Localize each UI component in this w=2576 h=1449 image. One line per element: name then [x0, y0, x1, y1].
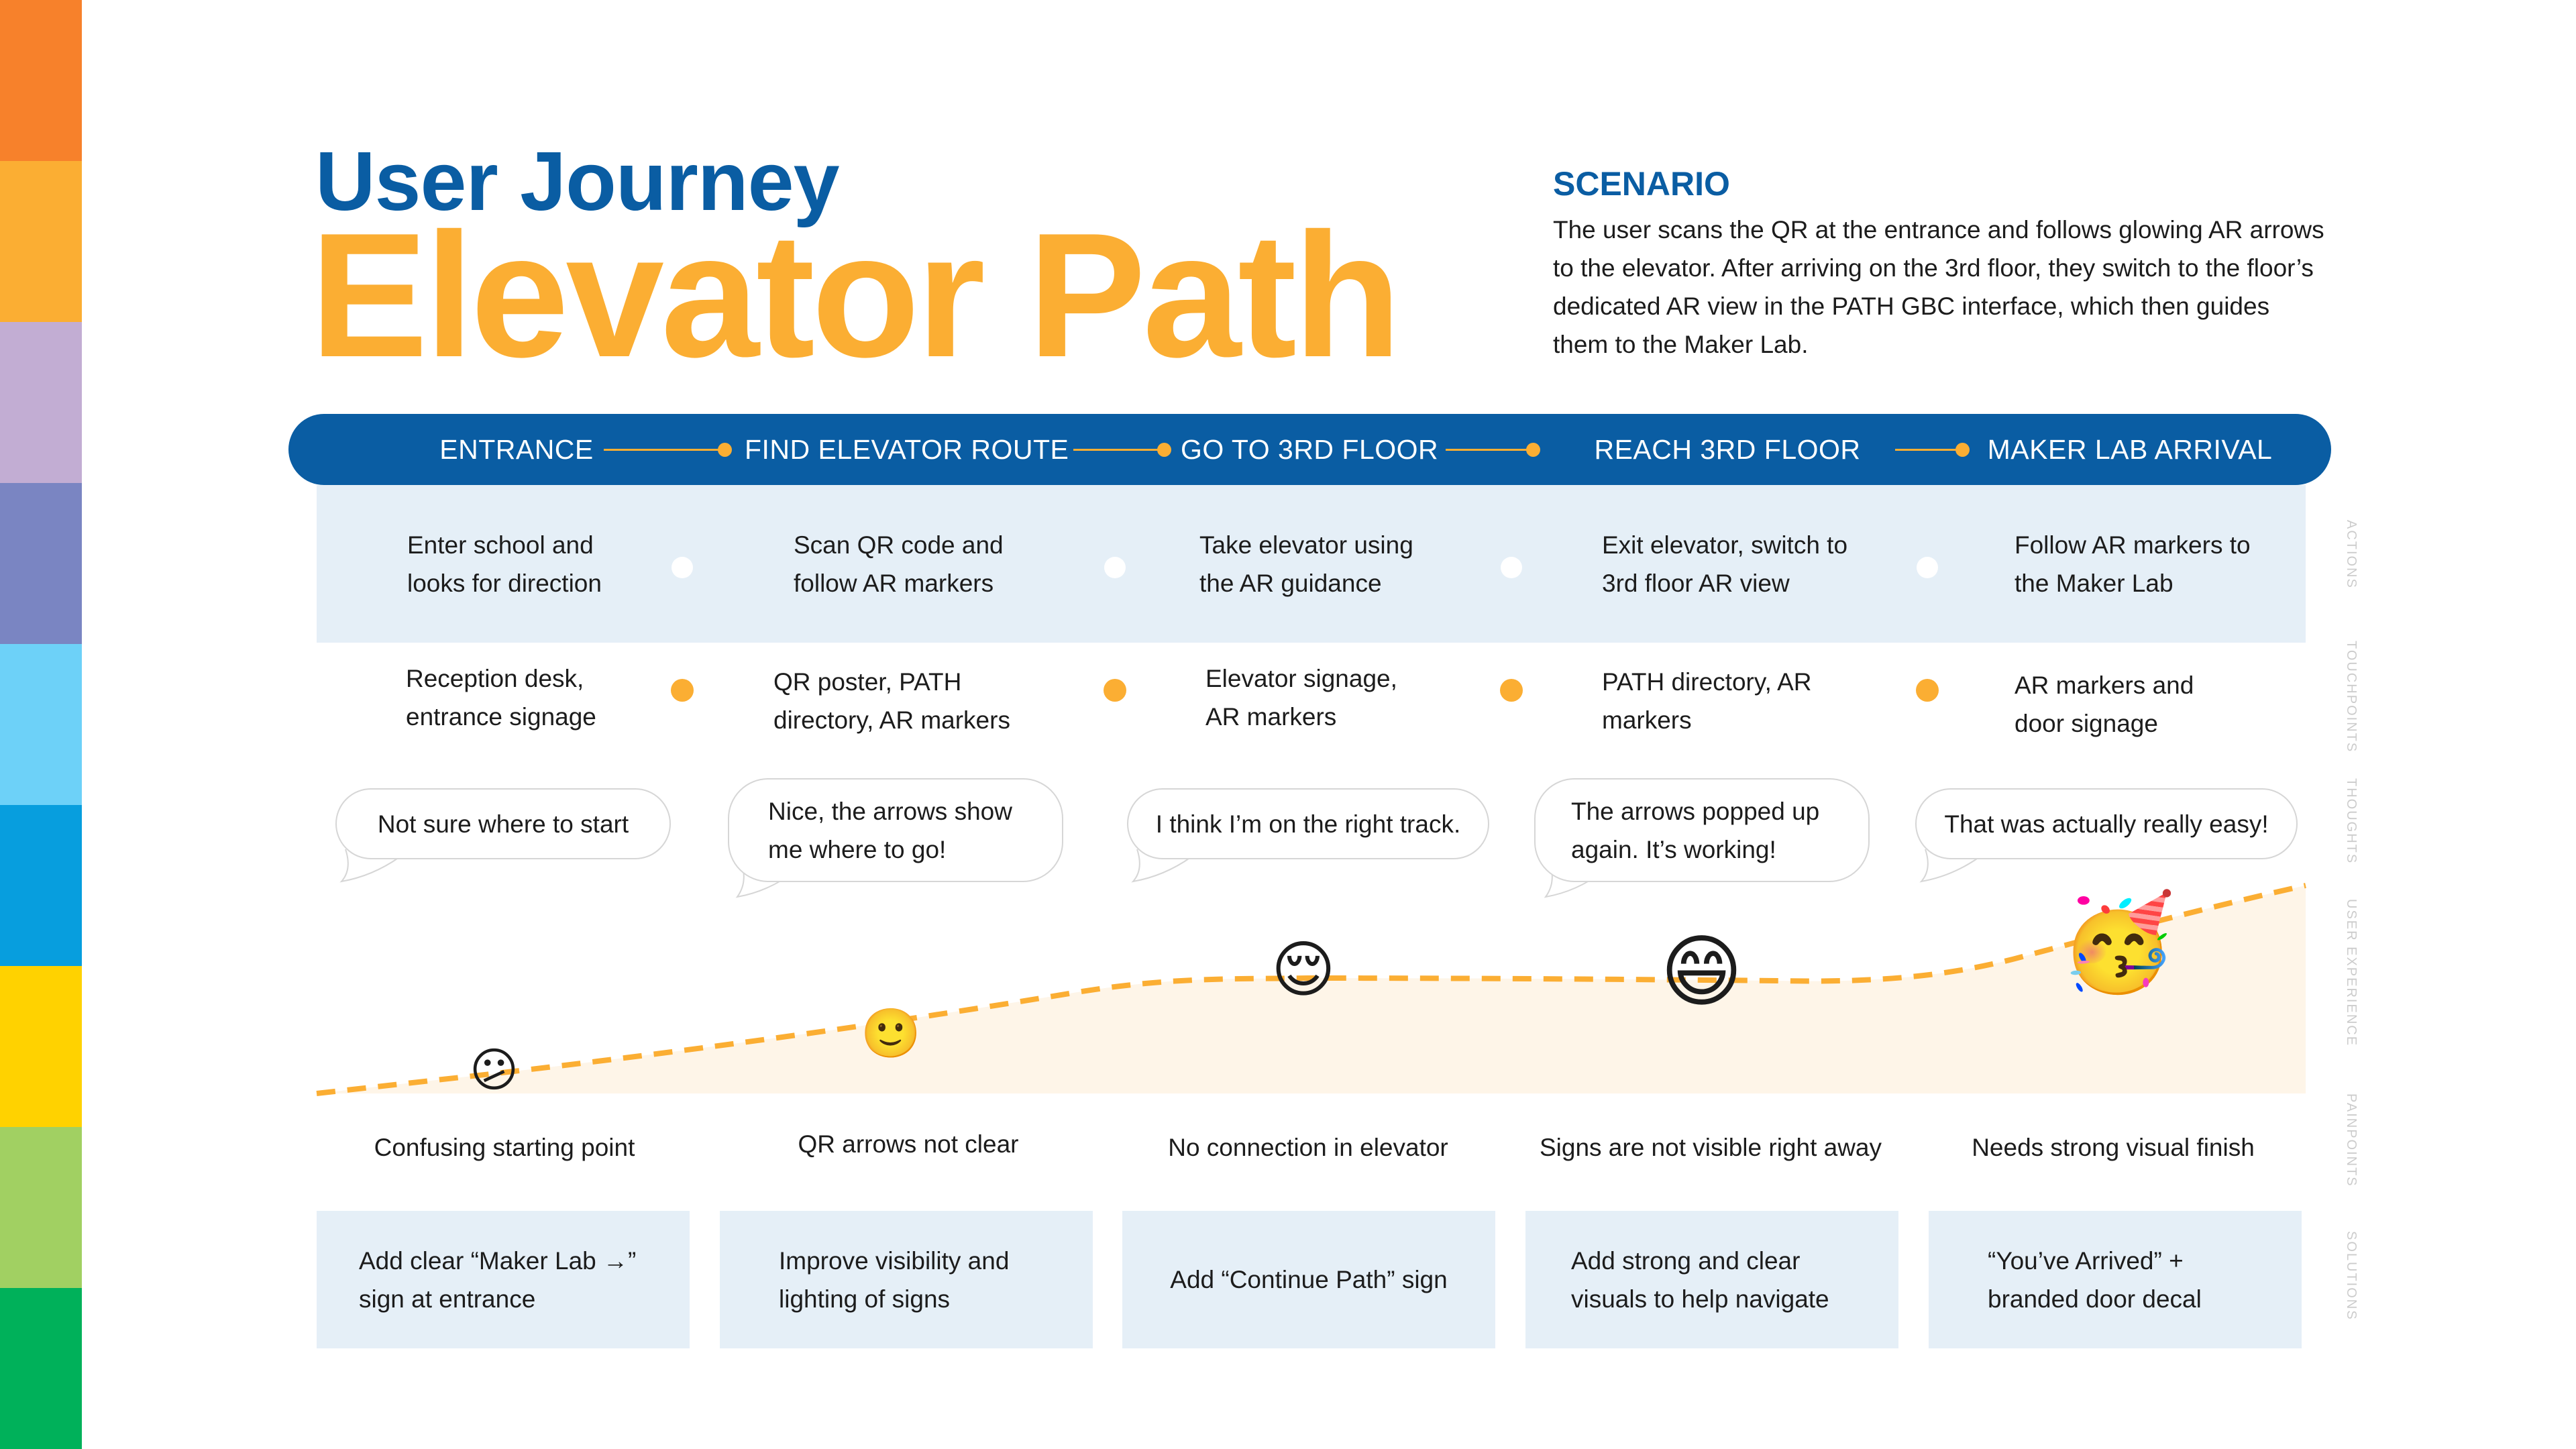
stage-connector-dot-icon [718, 443, 732, 457]
scenario-text: The user scans the QR at the entrance an… [1553, 216, 2324, 358]
confused-face-icon: 😕 [470, 1044, 519, 1096]
color-stripe [0, 644, 82, 805]
action-cell: Follow AR markers to the Maker Lab [2015, 531, 2251, 597]
color-stripe [0, 0, 82, 161]
color-stripe [0, 483, 82, 644]
action-step-dot-icon [1501, 557, 1522, 578]
solution-text: “You’ve Arrived” + branded door decal [1988, 1246, 2202, 1313]
touchpoint-cell: Elevator signage, AR markers [1205, 665, 1397, 731]
touchpoint-cell: QR poster, PATH directory, AR markers [773, 668, 1010, 734]
action-cell: Exit elevator, switch to 3rd floor AR vi… [1602, 531, 1848, 597]
stage-connector-dot-icon [1955, 443, 1970, 457]
thought-text: That was actually really easy! [1944, 810, 2269, 838]
color-stripe [0, 805, 82, 966]
stage-connector-dot-icon [1157, 443, 1171, 457]
solution-text: Add strong and clear visuals to help nav… [1571, 1246, 1829, 1313]
color-stripe [0, 1288, 82, 1449]
painpoint-text: No connection in elevator [1168, 1134, 1448, 1161]
stage-connector [604, 449, 724, 451]
slightly-smiling-face-icon: 🙂 [861, 1007, 921, 1061]
row-label-actions: ACTIONS [2344, 520, 2359, 589]
thought-bubble: Nice, the arrows show me where to go! [728, 778, 1063, 882]
color-stripe [0, 966, 82, 1127]
stage-label: ENTRANCE [439, 434, 594, 465]
painpoint-text: Needs strong visual finish [1972, 1134, 2255, 1161]
touchpoint-dot-icon [1500, 679, 1523, 702]
solution-text: Improve visibility and lighting of signs [779, 1246, 1010, 1313]
row-label-experience: USER EXPERIENCE [2344, 899, 2359, 1047]
row-label-touchpoints: TOUCHPOINTS [2344, 641, 2359, 753]
action-step-dot-icon [1104, 557, 1126, 578]
touchpoint-cell: PATH directory, AR markers [1602, 668, 1812, 734]
solution-text: Add clear “Maker Lab →” sign at entrance [359, 1246, 637, 1313]
color-stripe [0, 322, 82, 483]
thought-text: I think I’m on the right track. [1155, 810, 1461, 838]
row-label-solutions: SOLUTIONS [2344, 1231, 2359, 1321]
thought-bubble: The arrows popped up again. It’s working… [1534, 778, 1870, 882]
stage-connector [1895, 449, 1962, 451]
painpoint-text: Confusing starting point [374, 1134, 635, 1161]
row-label-painpoints: PAINPOINTS [2344, 1093, 2359, 1187]
scenario-heading: SCENARIO [1553, 165, 1730, 203]
action-step-dot-icon [672, 557, 693, 578]
touchpoint-cell: AR markers and door signage [2015, 672, 2194, 737]
thought-bubble: That was actually really easy! [1915, 788, 2298, 859]
solution-card: “You’ve Arrived” + branded door decal [1929, 1211, 2302, 1348]
solution-text: Add “Continue Path” sign [1170, 1266, 1448, 1293]
row-label-thoughts: THOUGHTS [2344, 778, 2359, 865]
painpoint-text: QR arrows not clear [798, 1130, 1019, 1158]
stage-label: FIND ELEVATOR ROUTE [745, 434, 1069, 465]
page-subtitle: User Journey [315, 136, 840, 228]
stage-connector [1073, 449, 1164, 451]
touchpoint-dot-icon [1916, 679, 1939, 702]
solution-card: Add “Continue Path” sign [1122, 1211, 1495, 1348]
touchpoint-dot-icon [1104, 679, 1126, 702]
action-cell: Scan QR code and follow AR markers [794, 531, 1004, 597]
thought-text: Not sure where to start [377, 810, 629, 838]
thought-text: Nice, the arrows show me where to go! [768, 797, 1012, 863]
thought-bubble: Not sure where to start [335, 788, 671, 859]
partying-face-icon: 🥳 [2059, 890, 2177, 995]
action-cell: Take elevator using the AR guidance [1199, 531, 1413, 597]
color-stripe [0, 161, 82, 322]
page-title: Elevator Path [310, 196, 1401, 394]
experience-line [316, 883, 2306, 1096]
painpoint-text: Signs are not visible right away [1539, 1134, 1882, 1161]
stage-connector-dot-icon [1526, 443, 1540, 457]
actions-row [317, 485, 2306, 643]
relieved-face-icon: 😌 [1271, 936, 1336, 1004]
color-stripes [0, 0, 82, 1449]
solution-card: Add strong and clear visuals to help nav… [1525, 1211, 1898, 1348]
stage-label: MAKER LAB ARRIVAL [1987, 434, 2273, 465]
thought-bubble: I think I’m on the right track. [1127, 788, 1489, 859]
solution-card: Add clear “Maker Lab →” sign at entrance [317, 1211, 690, 1348]
touchpoint-dot-icon [671, 679, 694, 702]
stage-label: GO TO 3RD FLOOR [1181, 434, 1439, 465]
thought-text: The arrows popped up again. It’s working… [1571, 797, 1820, 863]
stage-bar: ENTRANCE FIND ELEVATOR ROUTE GO TO 3RD F… [288, 414, 2331, 485]
color-stripe [0, 1127, 82, 1288]
stage-connector [1446, 449, 1533, 451]
action-cell: Enter school and looks for direction [407, 531, 602, 597]
solution-card: Improve visibility and lighting of signs [720, 1211, 1093, 1348]
experience-area [317, 885, 2306, 1093]
touchpoint-cell: Reception desk, entrance signage [406, 665, 596, 731]
stage-label: REACH 3RD FLOOR [1594, 434, 1861, 465]
action-step-dot-icon [1917, 557, 1938, 578]
grinning-face-icon: 😄 [1660, 928, 1743, 1016]
